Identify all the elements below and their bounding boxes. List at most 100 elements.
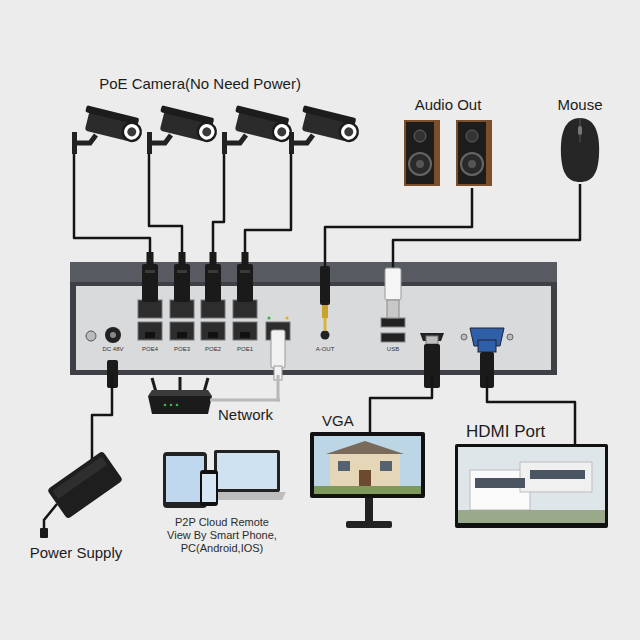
poe-plug — [142, 252, 253, 302]
nvr-port — [86, 300, 513, 346]
nvr-port — [138, 322, 162, 340]
caption-note: P2P Cloud Remote View By Smart Phone, PC… — [167, 516, 277, 556]
monitor-icon — [530, 470, 585, 479]
usb-plug — [385, 262, 401, 318]
speaker-icon — [468, 160, 476, 168]
power-adapter — [44, 504, 57, 530]
router-node: Network — [146, 386, 280, 426]
monitor-icon — [574, 422, 577, 444]
audio-plug — [320, 266, 330, 305]
nvr-port — [86, 331, 96, 341]
mouse-node: Mouse — [552, 96, 608, 184]
monitor-icon — [346, 521, 392, 528]
hdmi-plug — [426, 336, 438, 344]
nvr-port — [170, 300, 194, 318]
poe-camera — [147, 105, 219, 154]
speaker-icon — [466, 130, 478, 142]
poe-camera — [72, 105, 144, 154]
nvr-port — [461, 334, 467, 340]
cable — [325, 188, 472, 262]
monitor-icon — [330, 454, 400, 488]
speaker-icon — [456, 120, 492, 186]
device-label: Mouse — [557, 96, 602, 114]
device-label: Power Supply — [30, 544, 123, 562]
monitor-icon — [520, 462, 592, 492]
speaker-icon — [409, 153, 431, 175]
nvr-port — [233, 322, 257, 340]
poe-plug — [205, 252, 221, 302]
port-label: POE3 — [174, 346, 190, 353]
monitor-icon — [310, 432, 425, 498]
nvr-node: DC 48VPOE4POE3POE2POE1A-OUTUSB — [70, 262, 557, 375]
camera-cable — [245, 154, 291, 262]
router-icon — [179, 377, 182, 390]
monitor-icon — [369, 410, 372, 432]
router-icon — [148, 390, 212, 396]
group-title: PoE Camera(No Need Power) — [60, 75, 340, 93]
poe-camera — [72, 105, 361, 154]
cable — [370, 375, 432, 410]
monitor-icon — [314, 486, 421, 494]
port-label: POE4 — [142, 346, 158, 353]
port-label: A-OUT — [316, 346, 335, 353]
nvr-port — [110, 332, 116, 338]
monitor-node: HDMI Port — [452, 422, 612, 530]
port-label: DC 48V — [102, 346, 123, 353]
cable — [278, 375, 280, 400]
audio-plug — [322, 305, 328, 318]
nvr-port — [208, 332, 218, 338]
port-label: USB — [387, 346, 399, 353]
remote-devices — [214, 450, 280, 492]
monitor-icon — [326, 441, 404, 454]
mouse-icon — [578, 126, 582, 135]
monitor-icon — [338, 461, 350, 471]
speaker-icon — [406, 122, 434, 184]
router-icon — [164, 404, 167, 407]
monitor-icon — [359, 470, 371, 488]
nvr-port — [507, 334, 513, 340]
nvr-port — [381, 333, 405, 342]
cable — [92, 375, 112, 440]
device-label: Audio Out — [415, 96, 482, 114]
power-adapter — [47, 451, 123, 519]
router-icon — [210, 399, 280, 402]
audio-plug — [324, 318, 327, 331]
nvr-port — [201, 322, 225, 340]
nvr-port — [381, 318, 405, 327]
speaker-icon — [414, 130, 426, 142]
nvr-port — [321, 331, 330, 340]
router-icon — [176, 404, 179, 407]
camera-cable — [74, 154, 291, 262]
monitor-icon — [475, 478, 525, 488]
nvr-port — [145, 332, 155, 338]
mouse-icon — [561, 118, 599, 182]
remote-devices — [217, 453, 277, 489]
vga-plug — [478, 340, 496, 352]
nvr-port — [240, 332, 250, 338]
nvr-port — [170, 322, 194, 340]
power-adapter — [52, 456, 107, 499]
monitor-icon — [314, 436, 421, 494]
monitor-icon — [458, 447, 605, 523]
remote-devices — [163, 450, 286, 508]
mouse-icon — [561, 118, 599, 182]
monitor-icon — [455, 444, 608, 528]
nvr-port — [201, 300, 225, 318]
monitor-icon — [310, 410, 425, 528]
usb-plug — [385, 268, 401, 300]
power-adapter — [47, 451, 123, 519]
camera-cable — [213, 154, 224, 262]
nvr-port — [105, 327, 121, 343]
poe-plug — [237, 252, 253, 302]
lan-plug — [271, 330, 285, 380]
speaker-node: Audio Out — [400, 96, 496, 188]
power-adapter — [40, 440, 123, 538]
router-icon — [204, 378, 208, 392]
router-icon — [170, 404, 173, 407]
poe-camera — [222, 105, 294, 154]
nvr-port — [138, 300, 162, 318]
speaker-icon — [404, 120, 440, 186]
